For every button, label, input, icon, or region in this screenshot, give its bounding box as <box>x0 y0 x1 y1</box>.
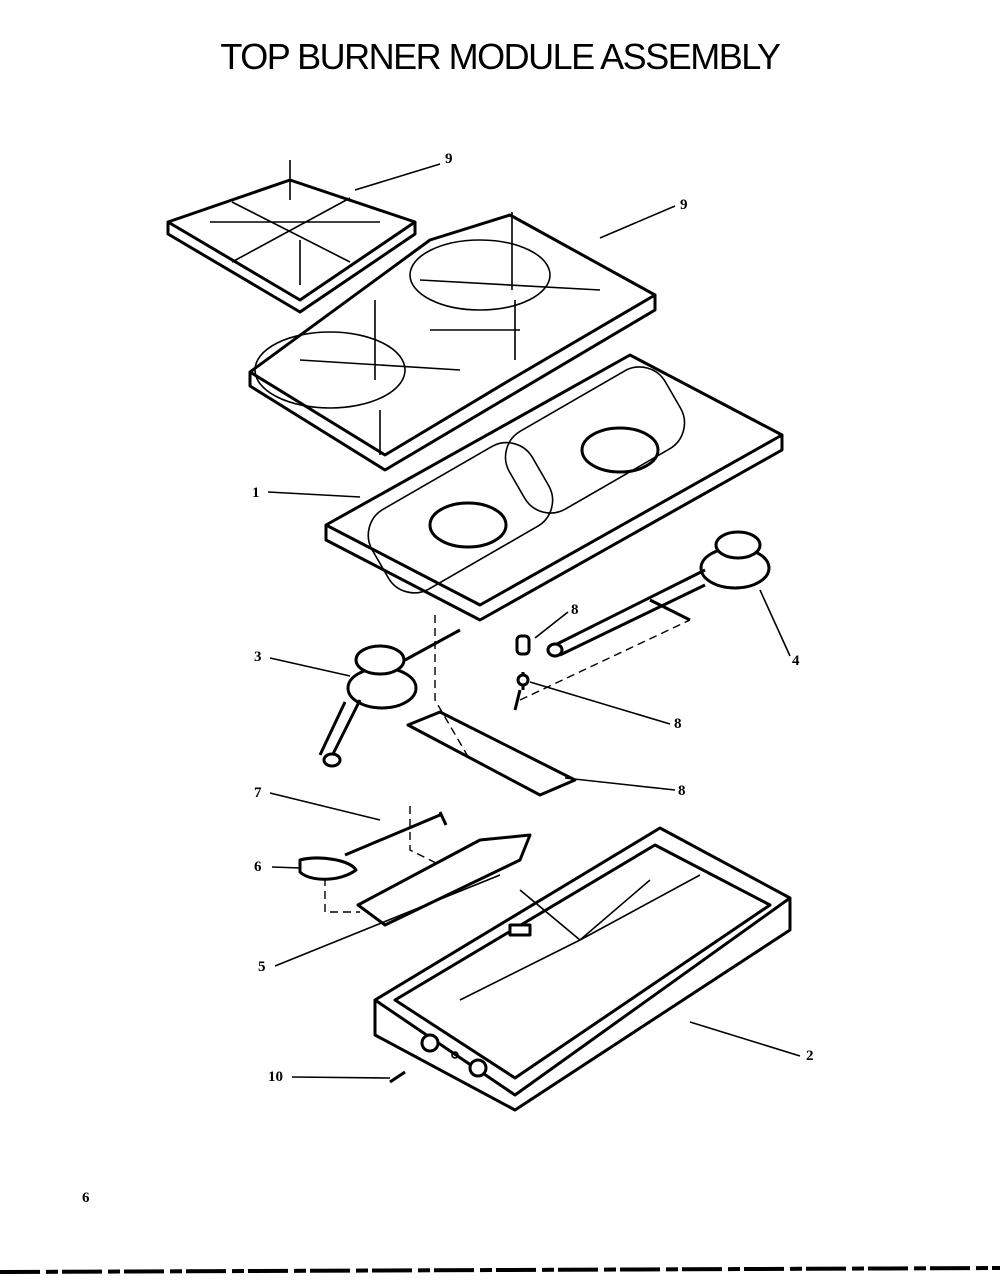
drip-pan <box>373 826 792 1112</box>
large-grate <box>248 212 657 472</box>
scan-edge-line <box>0 1266 1000 1274</box>
callout-2-pan: 2 <box>806 1048 814 1064</box>
burner-left <box>318 628 461 768</box>
callout-3-burner-left: 3 <box>254 649 262 665</box>
page-title: TOP BURNER MODULE ASSEMBLY <box>220 36 781 77</box>
cooktop-panel <box>324 353 784 622</box>
callout-9-small-grate: 9 <box>445 151 453 167</box>
callout-10-fitting: 10 <box>268 1069 283 1085</box>
callout-6-clip: 6 <box>254 859 262 875</box>
callout-9-large-grate: 9 <box>680 197 688 213</box>
callout-8-bracket: 8 <box>678 783 686 799</box>
valve-assembly <box>298 806 532 927</box>
burner-right <box>546 530 771 658</box>
callout-1-cooktop: 1 <box>252 485 260 501</box>
page-number: 6 <box>82 1190 90 1206</box>
callout-8-electrode-cap: 8 <box>571 602 579 618</box>
callout-5-manifold-bracket: 5 <box>258 959 266 975</box>
callout-7-valve: 7 <box>254 785 262 801</box>
electrode-parts <box>406 615 691 797</box>
callout-4-burner-right: 4 <box>792 653 800 669</box>
callout-8-electrode: 8 <box>674 716 682 732</box>
leader-lines <box>267 163 801 1079</box>
small-grate <box>166 160 417 314</box>
